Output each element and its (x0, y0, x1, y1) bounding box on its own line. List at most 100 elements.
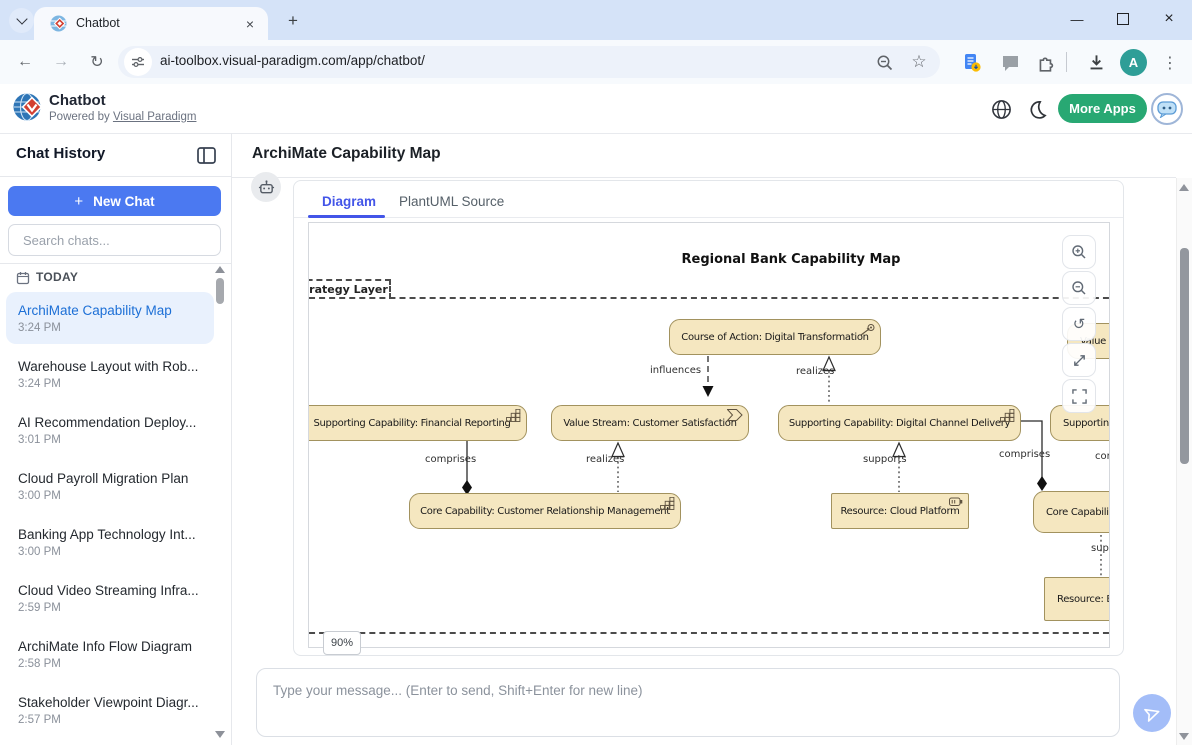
tab-title: Chatbot (76, 16, 120, 30)
boundary-line-bottom (309, 632, 1109, 634)
url-text[interactable]: ai-toolbox.visual-paradigm.com/app/chatb… (160, 53, 425, 68)
sidebar-divider (0, 176, 231, 177)
new-chat-button[interactable]: + New Chat (8, 186, 221, 216)
node-resource-cut[interactable]: Resource: B (1044, 577, 1109, 621)
node-course-of-action[interactable]: Course of Action: Digital Transformation (669, 319, 881, 355)
language-globe-button[interactable] (988, 96, 1014, 122)
diagram-expand-button[interactable] (1062, 343, 1096, 377)
moon-icon (1030, 100, 1047, 119)
comment-bubble-icon[interactable] (996, 50, 1024, 76)
active-tab-underline (308, 215, 385, 218)
browser-tab[interactable]: Chatbot × (34, 7, 268, 40)
more-apps-button[interactable]: More Apps (1058, 94, 1147, 123)
visual-paradigm-logo (13, 92, 43, 122)
tab-plantuml-source[interactable]: PlantUML Source (399, 194, 505, 209)
diagram-connectors (462, 355, 1102, 576)
bookmark-star-icon[interactable]: ☆ (911, 52, 927, 71)
tab-search-button[interactable] (9, 8, 34, 33)
tab-diagram[interactable]: Diagram (322, 194, 377, 209)
course-of-action-icon (860, 324, 875, 336)
node-core-capability-crm[interactable]: Core Capability: Customer Relationship M… (409, 493, 681, 529)
download-icon (1090, 55, 1102, 70)
blue-doc-icon (965, 54, 981, 72)
new-tab-button[interactable]: + (288, 11, 298, 30)
chat-item-stakeholder-viewpoint[interactable]: Stakeholder Viewpoint Diagr...2:57 PM (18, 695, 199, 726)
search-chats-box (8, 224, 221, 256)
node-supporting-digital-channel-delivery[interactable]: Supporting Capability: Digital Channel D… (778, 405, 1021, 441)
address-bar[interactable] (118, 46, 940, 78)
edge-label-comprises: comprises (425, 454, 477, 465)
collapse-sidebar-button[interactable] (194, 144, 218, 166)
window-maximize-button[interactable] (1104, 2, 1142, 36)
chat-item-warehouse-layout[interactable]: Warehouse Layout with Rob...3:24 PM (18, 359, 199, 390)
browser-titlebar: Chatbot × + — × (0, 0, 1192, 40)
edge-label-supports-cut: supp (1091, 543, 1109, 554)
edge-label-realizes: realizes (796, 366, 835, 377)
window-minimize-button[interactable]: — (1070, 11, 1084, 27)
extensions-puzzle-icon[interactable] (1032, 50, 1060, 76)
edge-label-comprises: comprises (999, 449, 1051, 460)
search-chats-input[interactable] (21, 231, 205, 249)
tune-icon (132, 56, 144, 68)
visual-paradigm-link[interactable]: Visual Paradigm (112, 111, 197, 123)
plus-icon: + (74, 192, 84, 210)
chatbot-bubble-icon (1157, 100, 1177, 118)
tab-close-icon[interactable]: × (245, 16, 255, 32)
page-scroll-down-arrow[interactable] (1179, 733, 1189, 740)
window-close-button[interactable]: × (1164, 10, 1174, 27)
boundary-line-top (309, 297, 1109, 299)
sidebar-scroll-down-arrow[interactable] (215, 731, 225, 738)
dark-mode-button[interactable] (1024, 96, 1050, 122)
chat-widget-button[interactable] (1151, 93, 1183, 125)
sidebar-scroll-up-arrow[interactable] (215, 266, 225, 273)
magnifier-minus-icon (877, 55, 893, 71)
app-title: Chatbot (49, 92, 106, 109)
send-button[interactable] (1133, 694, 1171, 732)
back-button[interactable]: ← (17, 53, 33, 70)
message-composer (256, 668, 1120, 737)
diagram-zoom-in-button[interactable] (1062, 235, 1096, 269)
capability-icon (506, 409, 521, 422)
assistant-avatar (251, 172, 281, 202)
calendar-icon (16, 272, 30, 285)
diagram-reset-button[interactable]: ↺ (1062, 307, 1096, 341)
panel-toggle-icon (196, 146, 216, 164)
sidebar-divider (0, 263, 231, 264)
value-stream-icon (727, 409, 743, 421)
node-resource-cloud-platform[interactable]: Resource: Cloud Platform (831, 493, 969, 529)
diagram-zoom-out-button[interactable] (1062, 271, 1096, 305)
sidebar-divider (231, 133, 232, 745)
paper-plane-icon (1143, 708, 1159, 722)
diagram-canvas[interactable]: Regional Bank Capability Map Strategy La… (308, 222, 1110, 648)
chat-item-ai-recommendation[interactable]: AI Recommendation Deploy...3:01 PM (18, 415, 197, 446)
node-value-stream-customer-satisfaction[interactable]: Value Stream: Customer Satisfaction (551, 405, 749, 441)
browser-profile-avatar[interactable]: A (1120, 49, 1147, 76)
node-supporting-financial-reporting[interactable]: Supporting Capability: Financial Reporti… (309, 405, 527, 441)
zoom-level-badge: 90% (323, 631, 361, 655)
message-input[interactable] (271, 681, 1095, 729)
forward-button[interactable]: → (53, 53, 69, 70)
edge-label-comprises-cut: con (1095, 451, 1109, 462)
toolbar-separator (1066, 52, 1067, 72)
edge-label-influences: influences (650, 365, 702, 376)
chat-item-banking-app[interactable]: Banking App Technology Int...3:00 PM (18, 527, 196, 558)
node-core-capability-cut[interactable]: Core Capabilit (1033, 491, 1109, 533)
doc-extension-icon[interactable] (958, 50, 986, 76)
diagram-fullscreen-button[interactable] (1062, 379, 1096, 413)
downloads-button[interactable] (1082, 49, 1110, 76)
zoom-indicator-button[interactable] (872, 50, 898, 76)
sidebar-scrollbar-thumb[interactable] (216, 278, 224, 304)
chat-item-cloud-video[interactable]: Cloud Video Streaming Infra...2:59 PM (18, 583, 199, 614)
page-scroll-up-arrow[interactable] (1179, 184, 1189, 191)
reload-button[interactable]: ↻ (90, 54, 104, 71)
powered-by: Powered by Visual Paradigm (49, 111, 197, 123)
site-settings-button[interactable] (124, 48, 152, 76)
node-supporting-cut[interactable]: Supporting (1050, 405, 1109, 441)
browser-menu-icon[interactable]: ⋮ (1162, 55, 1178, 72)
puzzle-icon (1039, 57, 1054, 72)
page-scrollbar-thumb[interactable] (1180, 248, 1189, 464)
